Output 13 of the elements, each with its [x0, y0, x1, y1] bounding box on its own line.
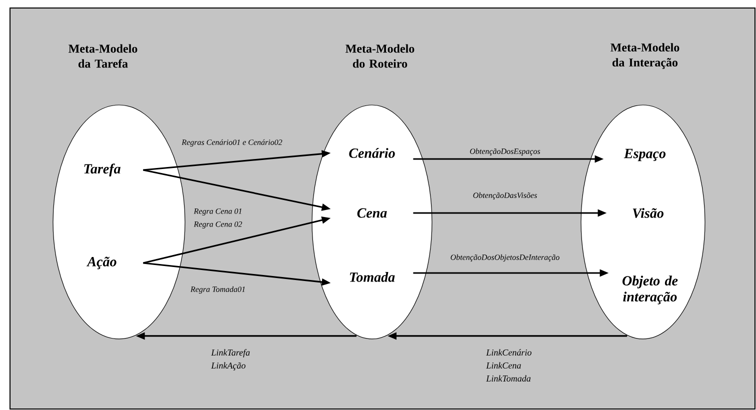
term-label: Objeto de interação [622, 276, 678, 304]
edge-label: LinkCenário LinkCena LinkTomada [486, 349, 532, 382]
term-label: Tarefa [84, 164, 120, 176]
node-label: Meta-Modelo da Interação [610, 43, 680, 69]
node-label: Meta-Modelo do Roteiro [346, 44, 414, 68]
term-label: Espaço [624, 148, 666, 162]
term-label: Ação [86, 256, 116, 270]
term-label: Cenário [349, 148, 395, 158]
node-label: Meta-Modelo da Tarefa [68, 44, 138, 68]
term-label: Tomada [350, 272, 395, 282]
term-label: Cena [357, 208, 387, 218]
edge-label: LinkTarefa LinkAção [211, 349, 250, 370]
term-label: Visão [632, 208, 664, 218]
